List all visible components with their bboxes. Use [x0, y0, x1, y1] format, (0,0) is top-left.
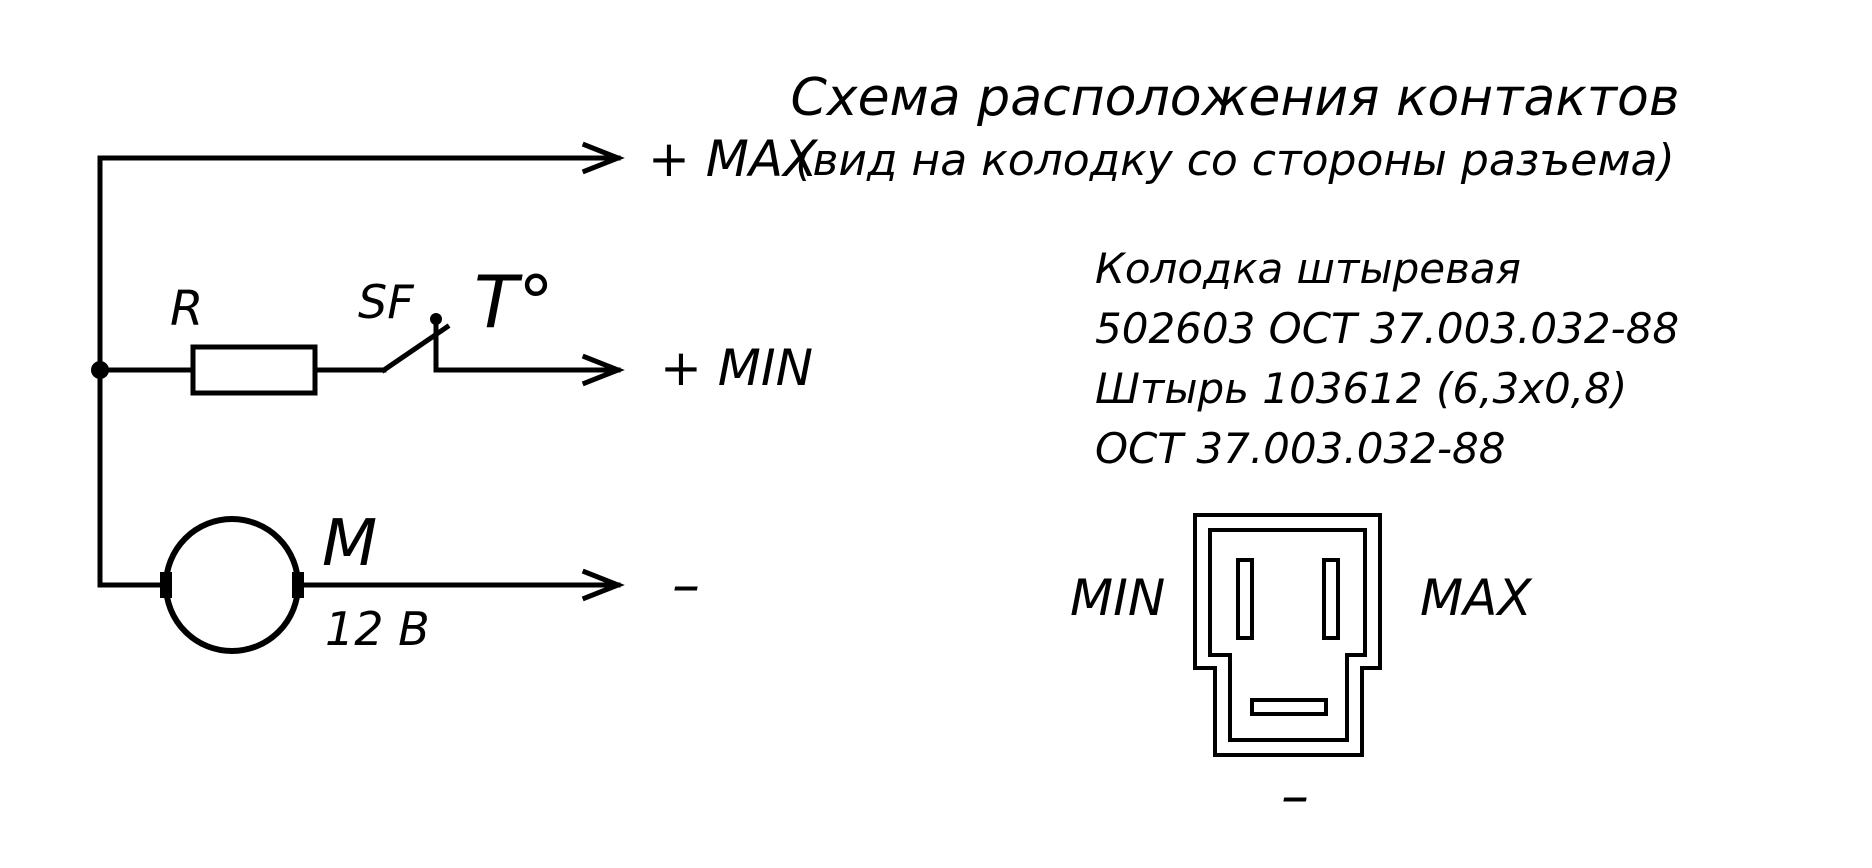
minus-arrow-icon	[581, 568, 625, 602]
max-arrow-icon	[581, 141, 625, 175]
circuit-schematic: + MAX R SF T° + MIN M 12 В –	[91, 130, 819, 656]
housing-outer-outline	[1193, 513, 1382, 757]
connector-housing	[1193, 513, 1382, 757]
max-terminal-label: + MAX	[648, 130, 819, 188]
pin-max-slot	[1322, 558, 1340, 640]
motor-brush-right	[292, 572, 304, 598]
spec-line: 502603 ОСТ 37.003.032-88	[1095, 304, 1679, 353]
pin-max-label: MAX	[1420, 569, 1533, 627]
motor-label: M	[322, 507, 377, 581]
pin-min-label: MIN	[1070, 569, 1165, 627]
spec-line: Колодка штыревая	[1095, 244, 1521, 293]
pin-minus-slot	[1250, 698, 1328, 716]
temperature-label: T°	[474, 260, 554, 344]
minus-terminal-label: –	[672, 553, 700, 618]
pin-min-slot	[1236, 558, 1254, 640]
min-terminal-label: + MIN	[660, 339, 813, 397]
motor-voltage-label: 12 В	[325, 602, 430, 656]
spec-line: ОСТ 37.003.032-88	[1095, 424, 1505, 473]
connector-subtitle: (вид на колодку со стороны разъема)	[795, 135, 1674, 186]
connector-description: Схема расположения контактов (вид на кол…	[790, 68, 1679, 473]
housing-inner-outline	[1208, 528, 1367, 742]
spec-line: Штырь 103612 (6,3х0,8)	[1095, 364, 1627, 413]
resistor-label: R	[170, 281, 203, 337]
motor-symbol	[163, 516, 301, 654]
pin-minus-label: –	[1281, 764, 1309, 829]
min-arrow-icon	[581, 353, 625, 387]
resistor-symbol	[190, 344, 318, 396]
switch-label: SF	[358, 275, 414, 329]
connector-title: Схема расположения контактов	[790, 68, 1679, 128]
